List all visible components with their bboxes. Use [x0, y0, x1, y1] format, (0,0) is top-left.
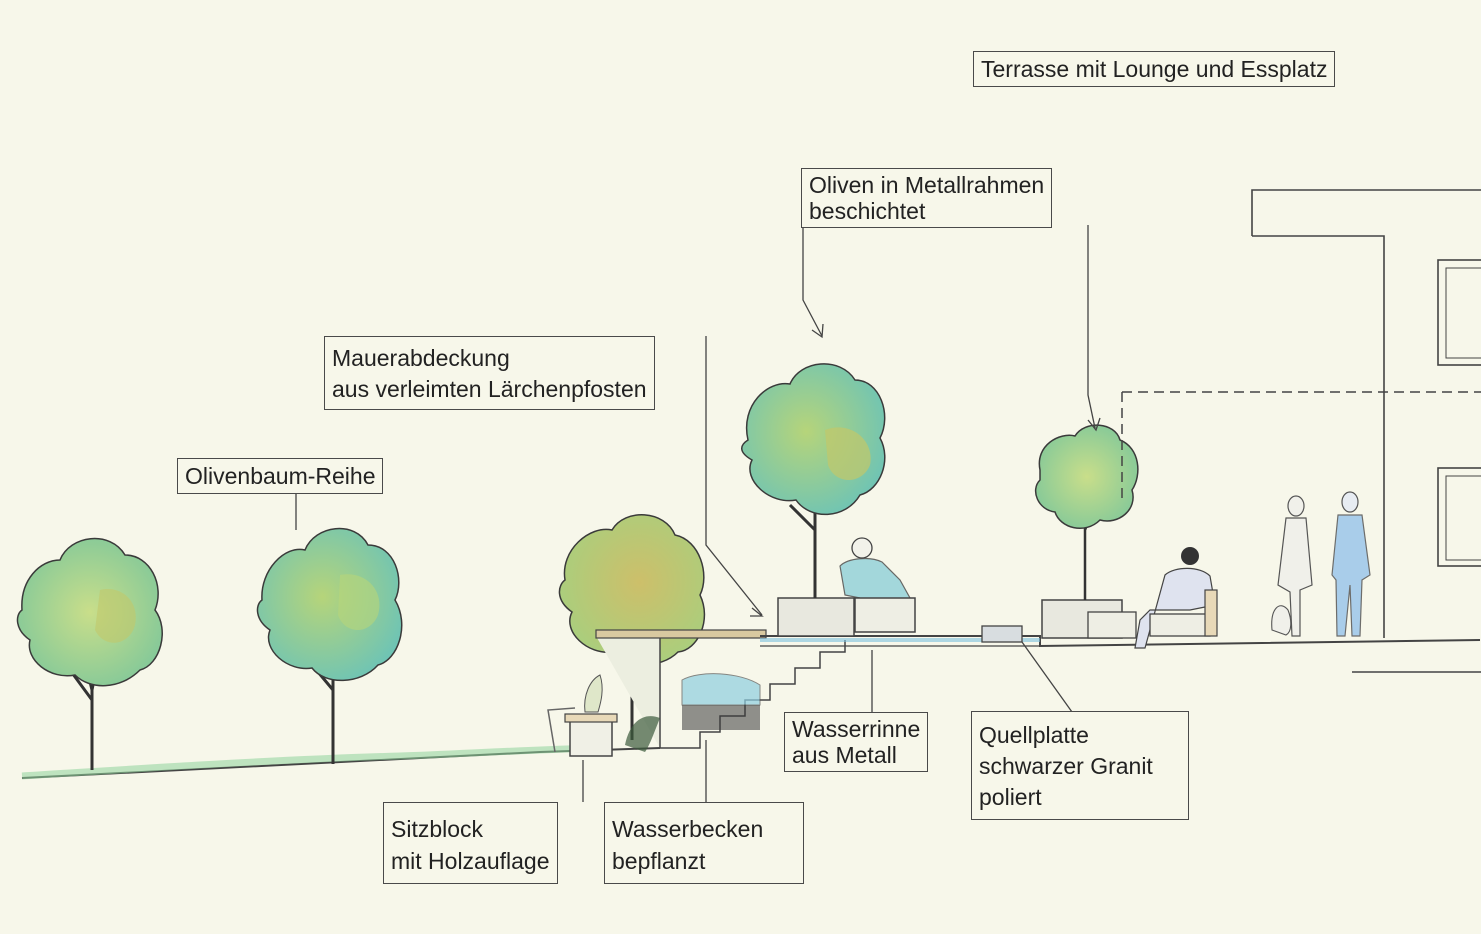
olive-tree-metal-frame-1 — [741, 363, 886, 637]
label-wasserrinne: Wasserrinne aus Metall — [784, 712, 929, 772]
label-mauerabdeckung: Mauerabdeckung aus verleimten Lärchenpfo… — [324, 336, 655, 410]
dog — [1271, 605, 1292, 636]
label-quellplatte-line-3: poliert — [979, 784, 1042, 810]
olive-tree-3 — [558, 514, 706, 740]
label-oliven-line-1: Oliven in Metallrahmen — [809, 172, 1045, 198]
label-oliven-line-2: beschichtet — [809, 198, 926, 224]
seat-block — [547, 674, 618, 757]
house-outline — [1121, 189, 1481, 673]
label-wasserbecken: Wasserbecken bepflanzt — [604, 802, 804, 884]
label-wasserbecken-line-2: bepflanzt — [612, 848, 706, 874]
leader-lines — [295, 225, 1101, 808]
label-mauerabdeckung-line-1: Mauerabdeckung — [332, 345, 510, 371]
spout-plate — [981, 625, 1023, 643]
label-olivenbaum-reihe: Olivenbaum-Reihe — [177, 458, 384, 494]
label-mauerabdeckung-line-2: aus verleimten Lärchenpfosten — [332, 376, 647, 402]
person-standing-1 — [1277, 495, 1313, 637]
label-sitzblock-line-2: mit Holzauflage — [391, 848, 550, 874]
label-olivenbaum-reihe-text: Olivenbaum-Reihe — [185, 463, 376, 489]
label-sitzblock-line-1: Sitzblock — [391, 816, 484, 842]
person-sitting-2 — [1087, 547, 1218, 649]
olive-tree-1 — [16, 538, 163, 770]
label-wasserrinne-line-1: Wasserrinne — [792, 716, 921, 742]
ground-line — [21, 744, 661, 780]
person-standing-2 — [1331, 491, 1371, 637]
label-terrasse: Terrasse mit Lounge und Essplatz — [973, 51, 1336, 87]
retaining-wall-steps — [595, 629, 846, 752]
label-wasserbecken-line-1: Wasserbecken — [612, 816, 764, 842]
label-quellplatte: Quellplatte schwarzer Granit poliert — [971, 711, 1189, 820]
label-terrasse-text: Terrasse mit Lounge und Essplatz — [981, 56, 1328, 82]
olive-tree-2 — [256, 528, 403, 764]
label-wasserrinne-line-2: aus Metall — [792, 742, 897, 768]
label-oliven-metallrahmen: Oliven in Metallrahmen beschichtet — [801, 168, 1053, 228]
person-sitting-1 — [839, 537, 916, 633]
label-quellplatte-line-1: Quellplatte — [979, 722, 1089, 748]
label-sitzblock: Sitzblock mit Holzauflage — [383, 802, 558, 884]
label-quellplatte-line-2: schwarzer Granit — [979, 753, 1153, 779]
